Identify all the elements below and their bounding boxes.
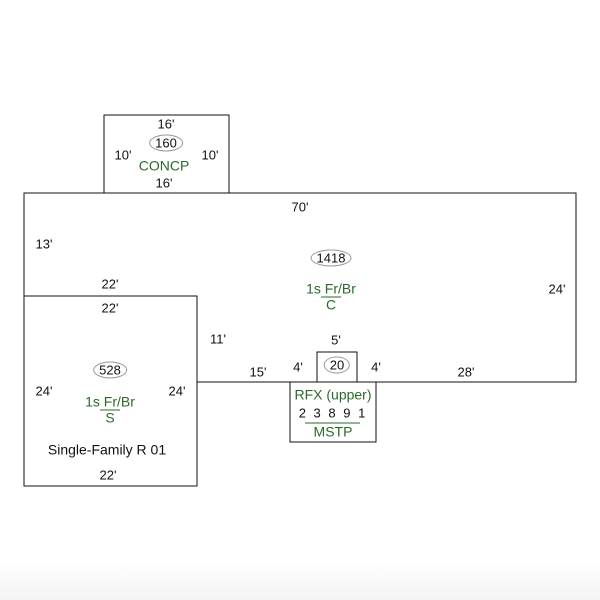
main-seg-15: 15' (249, 364, 267, 380)
concp-right-dim: 10' (201, 147, 219, 163)
concp-bottom-dim: 16' (155, 175, 173, 191)
garage-label-top: 1s Fr/Br (85, 393, 135, 410)
main-label-bottom: C (321, 296, 341, 313)
main-seg-11: 11' (210, 331, 226, 347)
garage-label: 1s Fr/Br S (85, 393, 135, 426)
main-seg-28: 28' (457, 364, 475, 380)
main-left-dim: 13' (35, 236, 53, 252)
concp-area: 160 (149, 134, 183, 152)
mstp-outline (289, 381, 377, 443)
bump-area: 20 (323, 356, 351, 374)
main-seg-4a: 4' (293, 359, 303, 375)
main-top-dim: 70' (291, 199, 309, 215)
concp-label: CONCP (138, 157, 190, 174)
concp-top-dim: 16' (157, 116, 175, 132)
garage-bottom-dim: 22' (99, 467, 117, 483)
main-area: 1418 (310, 249, 352, 267)
garage-left-dim: 24' (35, 383, 53, 399)
main-seg-5: 5' (331, 332, 341, 348)
concp-left-dim: 10' (114, 147, 132, 163)
mstp-label: MSTP (313, 423, 353, 440)
garage-top-outer-dim: 22' (101, 276, 119, 292)
garage-outline (23, 295, 198, 487)
garage-area: 528 (93, 361, 127, 379)
main-seg-4b: 4' (371, 359, 381, 375)
garage-top-inner-dim: 22' (101, 300, 119, 316)
bump-label: RFX (upper) (294, 386, 372, 403)
main-label-top: 1s Fr/Br (306, 280, 356, 297)
garage-label-bottom: S (100, 409, 120, 426)
bump-numbers: 2 3 8 9 1 (298, 405, 368, 421)
main-right-dim: 24' (548, 281, 566, 297)
garage-caption: Single-Family R 01 (47, 441, 167, 458)
garage-right-dim: 24' (168, 383, 186, 399)
main-label: 1s Fr/Br C (306, 280, 356, 313)
